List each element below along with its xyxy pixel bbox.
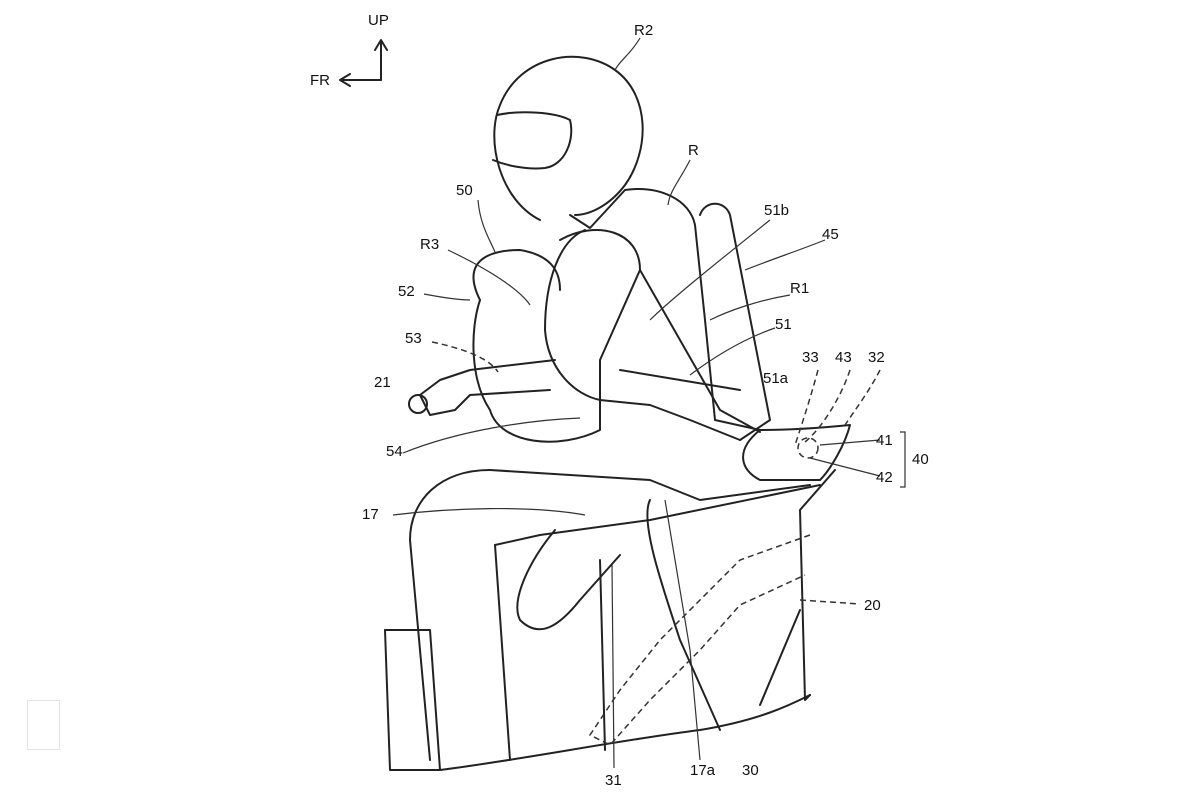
label-51: 51	[775, 316, 792, 333]
rider-body	[408, 188, 761, 443]
backrest	[699, 202, 771, 441]
label-53: 53	[405, 330, 422, 347]
label-r1: R1	[790, 280, 810, 297]
label-45: 45	[822, 226, 839, 243]
vehicle-body	[384, 469, 861, 771]
label-40: 40	[912, 451, 929, 468]
label-42: 42	[876, 469, 893, 486]
label-r3: R3	[420, 236, 440, 253]
label-52: 52	[398, 283, 415, 300]
label-54: 54	[386, 443, 403, 460]
label-20: 20	[864, 597, 881, 614]
label-32: 32	[868, 349, 885, 366]
label-21: 21	[374, 374, 391, 391]
label-43: 43	[835, 349, 852, 366]
label-33: 33	[802, 349, 819, 366]
front-label: FR	[310, 72, 330, 89]
helmet	[492, 55, 644, 221]
label-17a: 17a	[690, 762, 716, 779]
up-label: UP	[368, 12, 389, 29]
legs	[494, 484, 821, 761]
label-31: 31	[605, 772, 622, 789]
label-r2: R2	[634, 22, 654, 39]
label-51a: 51a	[763, 370, 789, 387]
label-41: 41	[876, 432, 893, 449]
watermark-badge	[27, 700, 60, 750]
leader-lines	[392, 37, 906, 769]
label-30: 30	[742, 762, 759, 779]
label-51b: 51b	[764, 202, 790, 219]
label-r: R	[688, 142, 699, 159]
label-17: 17	[362, 506, 379, 523]
label-50: 50	[456, 182, 473, 199]
orientation-arrows	[339, 39, 388, 87]
seat	[409, 424, 851, 761]
